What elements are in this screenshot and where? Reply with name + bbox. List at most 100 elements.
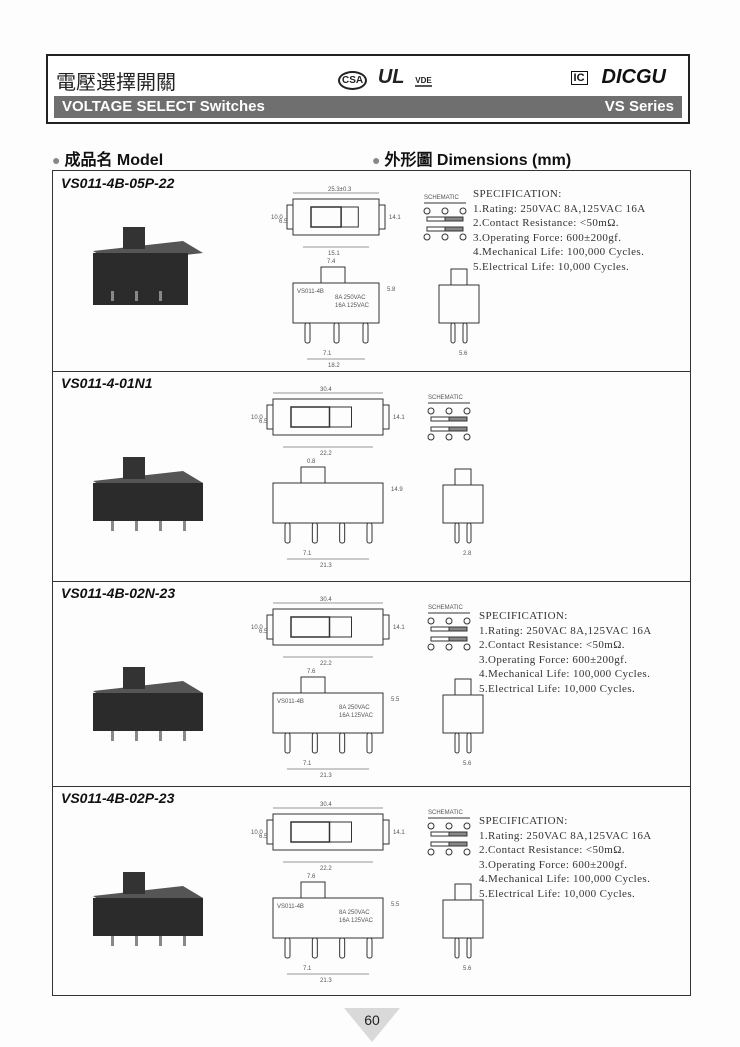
model-name: VS011-4-01N1	[61, 375, 153, 391]
schematic-diagram	[423, 202, 467, 241]
spec-heading: SPECIFICATION:	[479, 610, 568, 622]
spec-item: 5.Electrical Life: 10,000 Cycles.	[479, 682, 636, 695]
dimension-label: 7.1	[303, 551, 312, 557]
model-name: VS011-4B-05P-22	[61, 175, 175, 191]
top-view-drawing	[266, 602, 390, 658]
dimension-label: 14.1	[389, 215, 401, 221]
specification-list: SPECIFICATION: 1.Rating: 250VAC 8A,125VAC…	[479, 609, 652, 696]
dimension-label: 7.1	[303, 761, 312, 767]
specification-list: SPECIFICATION: 1.Rating: 250VAC 8A,125VAC…	[479, 814, 652, 901]
end-view-drawing	[442, 678, 484, 754]
product-label: VS011-4B 8A 250VAC 16A 125VAC	[277, 904, 374, 924]
specification-list: SPECIFICATION: 1.Rating: 250VAC 8A,125VAC…	[473, 187, 646, 274]
dimension-drawing: SCHEMATIC30.410.06.514.122.27.65.57.121.…	[93, 597, 484, 779]
title-chinese: 電壓選擇開關	[56, 72, 176, 94]
end-view-drawing	[442, 468, 484, 544]
dimension-label: 5.8	[387, 287, 396, 293]
spec-item: 4.Mechanical Life: 100,000 Cycles.	[479, 873, 651, 885]
spec-heading: SPECIFICATION:	[479, 815, 568, 827]
spec-item: 2.Contact Resistance: <50mΩ.	[479, 639, 625, 651]
side-view-drawing	[272, 676, 384, 770]
dimension-label: 14.9	[391, 487, 403, 493]
top-view-drawing	[266, 392, 390, 448]
spec-item: 2.Contact Resistance: <50mΩ.	[473, 217, 619, 229]
model-name: VS011-4B-02P-23	[61, 790, 175, 806]
title-bar: VOLTAGE SELECT Switches VS Series	[54, 96, 682, 118]
dimension-label: 14.1	[393, 830, 405, 836]
dimension-label: 18.2	[328, 363, 340, 369]
side-view-drawing	[272, 881, 384, 975]
product-photo	[93, 457, 203, 531]
dimension-label: 30.4	[320, 597, 332, 603]
series-label: VS Series	[604, 98, 674, 115]
spec-item: 5.Electrical Life: 10,000 Cycles.	[473, 260, 630, 273]
dimension-label: 22.2	[320, 866, 332, 872]
svg-text:16A 125VAC: 16A 125VAC	[339, 918, 374, 924]
schematic-diagram	[427, 402, 471, 441]
dimension-drawing: SCHEMATIC30.410.06.514.122.20.814.97.121…	[93, 387, 484, 569]
svg-text:16A 125VAC: 16A 125VAC	[335, 303, 370, 309]
certification-logos: CSA UL VDE	[338, 66, 432, 90]
dimension-label: 7.6	[307, 874, 316, 880]
dimension-label: 14.1	[393, 625, 405, 631]
dimension-label: 7.6	[307, 669, 316, 675]
model-heading: ●成品名 Model	[52, 152, 164, 169]
dimension-label: 25.3±0.3	[328, 187, 352, 193]
csa-logo: CSA	[338, 71, 368, 90]
spec-item: 4.Mechanical Life: 100,000 Cycles.	[479, 668, 651, 680]
dimension-label: 21.3	[320, 563, 332, 569]
dimension-label: 6.5	[279, 219, 288, 225]
dimension-label: 6.5	[259, 834, 268, 840]
product-label: VS011-4B 8A 250VAC 16A 125VAC	[297, 289, 370, 309]
svg-text:VS011-4B: VS011-4B	[277, 699, 304, 705]
dimension-label: 10.0	[251, 830, 263, 836]
dimension-label: 5.5	[391, 902, 400, 908]
schematic-label: SCHEMATIC	[428, 810, 464, 816]
dimension-label: 2.8	[463, 551, 472, 557]
spec-item: 3.Operating Force: 600±200gf.	[479, 858, 628, 871]
spec-item: 3.Operating Force: 600±200gf.	[479, 653, 628, 666]
dimension-label: 6.5	[259, 419, 268, 425]
schematic-diagram	[427, 612, 471, 651]
spec-item: 1.Rating: 250VAC 8A,125VAC 16A	[479, 829, 652, 842]
spec-heading: SPECIFICATION:	[473, 188, 562, 200]
dimension-label: 5.5	[391, 697, 400, 703]
dimension-label: 7.1	[323, 351, 332, 357]
svg-text:8A 250VAC: 8A 250VAC	[339, 910, 370, 916]
schematic-label: SCHEMATIC	[424, 195, 460, 201]
product-photo	[93, 872, 203, 946]
svg-text:16A 125VAC: 16A 125VAC	[339, 713, 374, 719]
vde-logo: VDE	[415, 76, 432, 87]
svg-text:8A 250VAC: 8A 250VAC	[339, 705, 370, 711]
page-number: 60	[364, 1012, 380, 1028]
model-name: VS011-4B-02N-23	[61, 585, 176, 601]
dimension-label: 22.2	[320, 661, 332, 667]
product-photo	[93, 227, 203, 305]
schematic-label: SCHEMATIC	[428, 395, 464, 401]
dimension-label: 30.4	[320, 387, 332, 393]
dimension-label: 7.4	[327, 259, 336, 265]
dimension-drawing: SCHEMATIC25.3±0.310.06.514.115.17.45.87.…	[93, 187, 480, 369]
side-view-drawing	[292, 266, 380, 360]
schematic-label: SCHEMATIC	[428, 605, 464, 611]
svg-text:VS011-4B: VS011-4B	[297, 289, 324, 295]
dimension-label: 30.4	[320, 802, 332, 808]
dimension-label: 5.6	[459, 351, 468, 357]
top-view-drawing	[286, 192, 386, 248]
svg-text:8A 250VAC: 8A 250VAC	[335, 295, 366, 301]
subtitle: VOLTAGE SELECT Switches	[62, 98, 265, 115]
dimension-label: 0.8	[307, 459, 316, 465]
svg-text:VS011-4B: VS011-4B	[277, 904, 304, 910]
product-label: VS011-4B 8A 250VAC 16A 125VAC	[277, 699, 374, 719]
dimension-label: 10.0	[271, 215, 283, 221]
dimension-label: 5.6	[463, 966, 472, 972]
spec-item: 1.Rating: 250VAC 8A,125VAC 16A	[473, 202, 646, 215]
spec-item: 1.Rating: 250VAC 8A,125VAC 16A	[479, 624, 652, 637]
